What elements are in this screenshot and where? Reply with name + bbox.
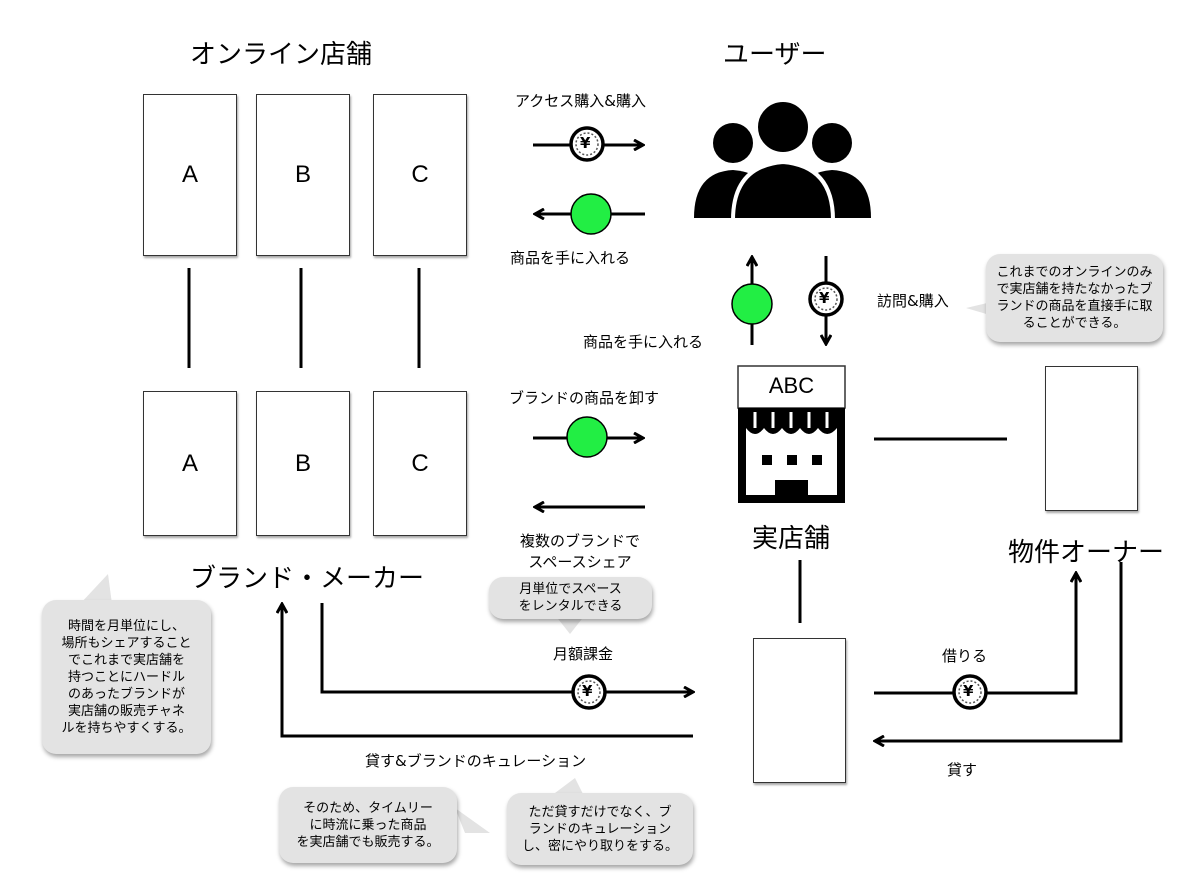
brand-box-a: A [143, 391, 237, 536]
property-owner-box [1045, 366, 1138, 511]
property-owner-title: 物件オーナー [1008, 538, 1165, 568]
store-sign-label: ABC [768, 373, 815, 398]
get-products-store-label: 商品を手に入れる [583, 333, 704, 351]
box-label: B [294, 161, 311, 188]
lend-curation-arrow [282, 605, 693, 738]
bubble-tail [455, 808, 490, 833]
online-stores-title: オンライン店舗 [190, 40, 373, 70]
box-label: C [411, 449, 429, 477]
yen-symbol: ¥ [963, 682, 974, 700]
yen-symbol: ¥ [580, 134, 591, 152]
bubble-curation: ただ貸すだけでなく、ブ ランドのキュレーション し、密にやり取りをする。 [507, 793, 693, 865]
real-store-title: 実店舗 [752, 524, 831, 554]
lend-label: 貸す [947, 761, 978, 779]
rent-label: 借りる [942, 647, 988, 665]
visit-purchase-label: 訪問&購入 [877, 292, 949, 310]
green-circle-icon [731, 283, 773, 325]
monthly-fee-arrow [320, 603, 692, 692]
green-circle-icon [566, 416, 608, 458]
online-store-box-b: B [256, 94, 350, 256]
brand-box-c: C [373, 391, 467, 536]
space-share-label: 複数のブランドで スペースシェア [520, 532, 641, 571]
bubble-tail [555, 615, 585, 634]
yen-symbol: ¥ [819, 289, 830, 307]
monthly-fee-label: 月額課金 [553, 645, 614, 663]
box-label: A [181, 161, 198, 188]
rent-arrow [874, 574, 1076, 695]
bubble-monthly-rental: 月単位でスペース をレンタルできる [489, 577, 652, 619]
storefront-icon [737, 365, 846, 503]
brands-makers-title: ブランド・メーカー [190, 564, 425, 594]
access-purchase-label: アクセス購入&購入 [515, 92, 646, 110]
green-circle-icon [570, 193, 612, 235]
rental-space-box [753, 638, 846, 783]
wholesale-label: ブランドの商品を卸す [509, 389, 660, 407]
bubble-tail [80, 574, 112, 604]
brand-box-b: B [256, 391, 350, 536]
lend-arrow [876, 562, 1123, 741]
get-products-label: 商品を手に入れる [510, 249, 631, 267]
users-title: ユーザー [723, 40, 827, 70]
box-label: B [294, 449, 311, 477]
lend-curation-label: 貸す&ブランドのキュレーション [365, 752, 587, 770]
box-label: A [181, 449, 198, 477]
bubble-online-only: これまでのオンラインのみ で実店舗を持たなかったブ ランドの商品を直接手に取 る… [986, 254, 1163, 342]
bubble-share-time-place: 時間を月単位にし、 場所もシェアすること でこれまで実店舗を 持つことにハードル… [42, 600, 211, 754]
bubble-timely: そのため、タイムリー に時流に乗った商品 を実店舗でも販売する。 [279, 787, 457, 863]
online-store-box-c: C [373, 94, 467, 256]
yen-symbol: ¥ [582, 682, 593, 700]
box-label: C [411, 161, 429, 188]
users-group-icon [694, 98, 871, 222]
online-store-box-a: A [143, 94, 237, 256]
